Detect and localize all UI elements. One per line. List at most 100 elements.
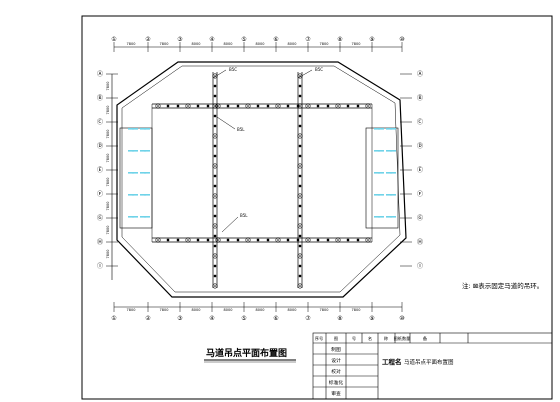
axis-label-top: ⑩ bbox=[399, 36, 404, 43]
fixture-mark bbox=[374, 172, 380, 174]
axis-label-left: Ⓓ bbox=[97, 142, 103, 150]
axis-label-right: Ⓔ bbox=[417, 166, 423, 174]
hanging-point bbox=[298, 274, 302, 278]
axis-label-left: Ⓗ bbox=[97, 238, 103, 246]
hanging-point bbox=[176, 238, 180, 242]
fixture-mark bbox=[132, 150, 138, 152]
hanging-ring bbox=[297, 193, 303, 199]
catwalk-lines bbox=[151, 72, 373, 288]
dimension-value: 7800 bbox=[320, 308, 329, 312]
hanging-point bbox=[166, 104, 170, 108]
fixture-mark bbox=[140, 150, 146, 152]
axis-label-right: Ⓒ bbox=[417, 118, 423, 126]
hanging-point bbox=[298, 214, 302, 218]
dimension-value: 7800 bbox=[160, 308, 169, 312]
project-name: 马道吊点平面布置图 bbox=[404, 358, 454, 366]
axis-label-top: ⑨ bbox=[369, 36, 374, 43]
fixture-mark bbox=[132, 128, 138, 130]
title-block-role: 标准化 bbox=[329, 379, 344, 386]
axis-label-right: Ⓖ bbox=[417, 214, 423, 222]
hanging-ring bbox=[297, 133, 303, 139]
hanging-ring bbox=[365, 103, 371, 109]
axis-label-right: Ⓑ bbox=[417, 94, 423, 102]
hanging-ring-center bbox=[299, 165, 301, 167]
hanging-ring-center bbox=[277, 239, 279, 241]
callout-4: B5L bbox=[221, 213, 248, 233]
hanging-point bbox=[298, 174, 302, 178]
fixture-mark bbox=[128, 194, 134, 196]
hanging-point bbox=[226, 238, 230, 242]
callout-3: B5L bbox=[216, 116, 245, 132]
hanging-ring bbox=[212, 103, 218, 109]
hanging-ring bbox=[297, 283, 303, 289]
hanging-ring-center bbox=[214, 225, 216, 227]
fixture-mark bbox=[378, 150, 384, 152]
fixture-mark bbox=[390, 216, 396, 218]
hanging-point bbox=[316, 238, 320, 242]
dimension-value: 8000 bbox=[192, 42, 201, 46]
hanging-point bbox=[286, 238, 290, 242]
hanging-point bbox=[298, 184, 302, 188]
dimension-value: 7800 bbox=[106, 106, 110, 115]
hanging-point bbox=[296, 238, 300, 242]
fixture-mark bbox=[128, 172, 134, 174]
axis-label-left: Ⓒ bbox=[97, 118, 103, 126]
dimension-value: 7800 bbox=[106, 202, 110, 211]
project-label: 工程名 bbox=[382, 357, 402, 366]
fixture-mark bbox=[374, 150, 380, 152]
fixture-mark bbox=[378, 128, 384, 130]
hanging-point bbox=[256, 238, 260, 242]
axis-label-bottom: ⑧ bbox=[337, 315, 342, 322]
dimension-value: 7800 bbox=[106, 250, 110, 259]
title-block-header-cell: 备 bbox=[423, 335, 428, 342]
hanging-point bbox=[166, 238, 170, 242]
fixture-mark bbox=[140, 172, 146, 174]
fixture-mark bbox=[128, 128, 134, 130]
hanging-ring bbox=[212, 73, 218, 79]
hanging-ring bbox=[335, 103, 341, 109]
axis-label-bottom: ⑥ bbox=[273, 315, 278, 322]
hanging-point bbox=[236, 238, 240, 242]
hanging-point bbox=[286, 104, 290, 108]
hanging-point bbox=[213, 244, 217, 248]
hanging-point bbox=[213, 204, 217, 208]
hanging-point bbox=[298, 264, 302, 268]
axis-label-top: ① bbox=[111, 36, 116, 43]
dimension-value: 8000 bbox=[288, 42, 297, 46]
fixture-mark bbox=[390, 172, 396, 174]
hanging-ring bbox=[212, 163, 218, 169]
dimension-value: 7800 bbox=[106, 154, 110, 163]
hanging-point bbox=[298, 114, 302, 118]
hanging-ring bbox=[212, 283, 218, 289]
fixture-mark bbox=[144, 216, 150, 218]
hanging-point bbox=[213, 234, 217, 238]
legend-note: 注: ⊠表示固定马道的吊环。 bbox=[462, 281, 543, 290]
hanging-ring bbox=[245, 103, 251, 109]
hanging-ring bbox=[155, 103, 161, 109]
hanging-ring-center bbox=[307, 105, 309, 107]
hanging-point bbox=[213, 94, 217, 98]
hanging-ring-center bbox=[299, 105, 301, 107]
dimension-value: 8000 bbox=[192, 308, 201, 312]
callout-label: B5C bbox=[315, 67, 323, 72]
dimension-value: 7800 bbox=[352, 308, 361, 312]
fixture-mark bbox=[144, 194, 150, 196]
fixture-mark bbox=[378, 194, 384, 196]
callout-2: B5C bbox=[297, 67, 323, 79]
title-block-header-cell: 图 bbox=[334, 336, 338, 342]
axis-label-bottom: ⑩ bbox=[399, 315, 404, 322]
axis-label-left: Ⓖ bbox=[97, 214, 103, 222]
axis-label-bottom: ① bbox=[111, 315, 116, 322]
hanging-ring-center bbox=[187, 105, 189, 107]
hanging-point bbox=[346, 104, 350, 108]
fixture-mark bbox=[378, 172, 384, 174]
building-outline bbox=[116, 61, 407, 298]
hanging-point bbox=[213, 184, 217, 188]
title-block-header-cell: 图纸数量 bbox=[394, 335, 411, 342]
fixture-mark bbox=[132, 216, 138, 218]
axis-label-bottom: ④ bbox=[209, 315, 214, 322]
